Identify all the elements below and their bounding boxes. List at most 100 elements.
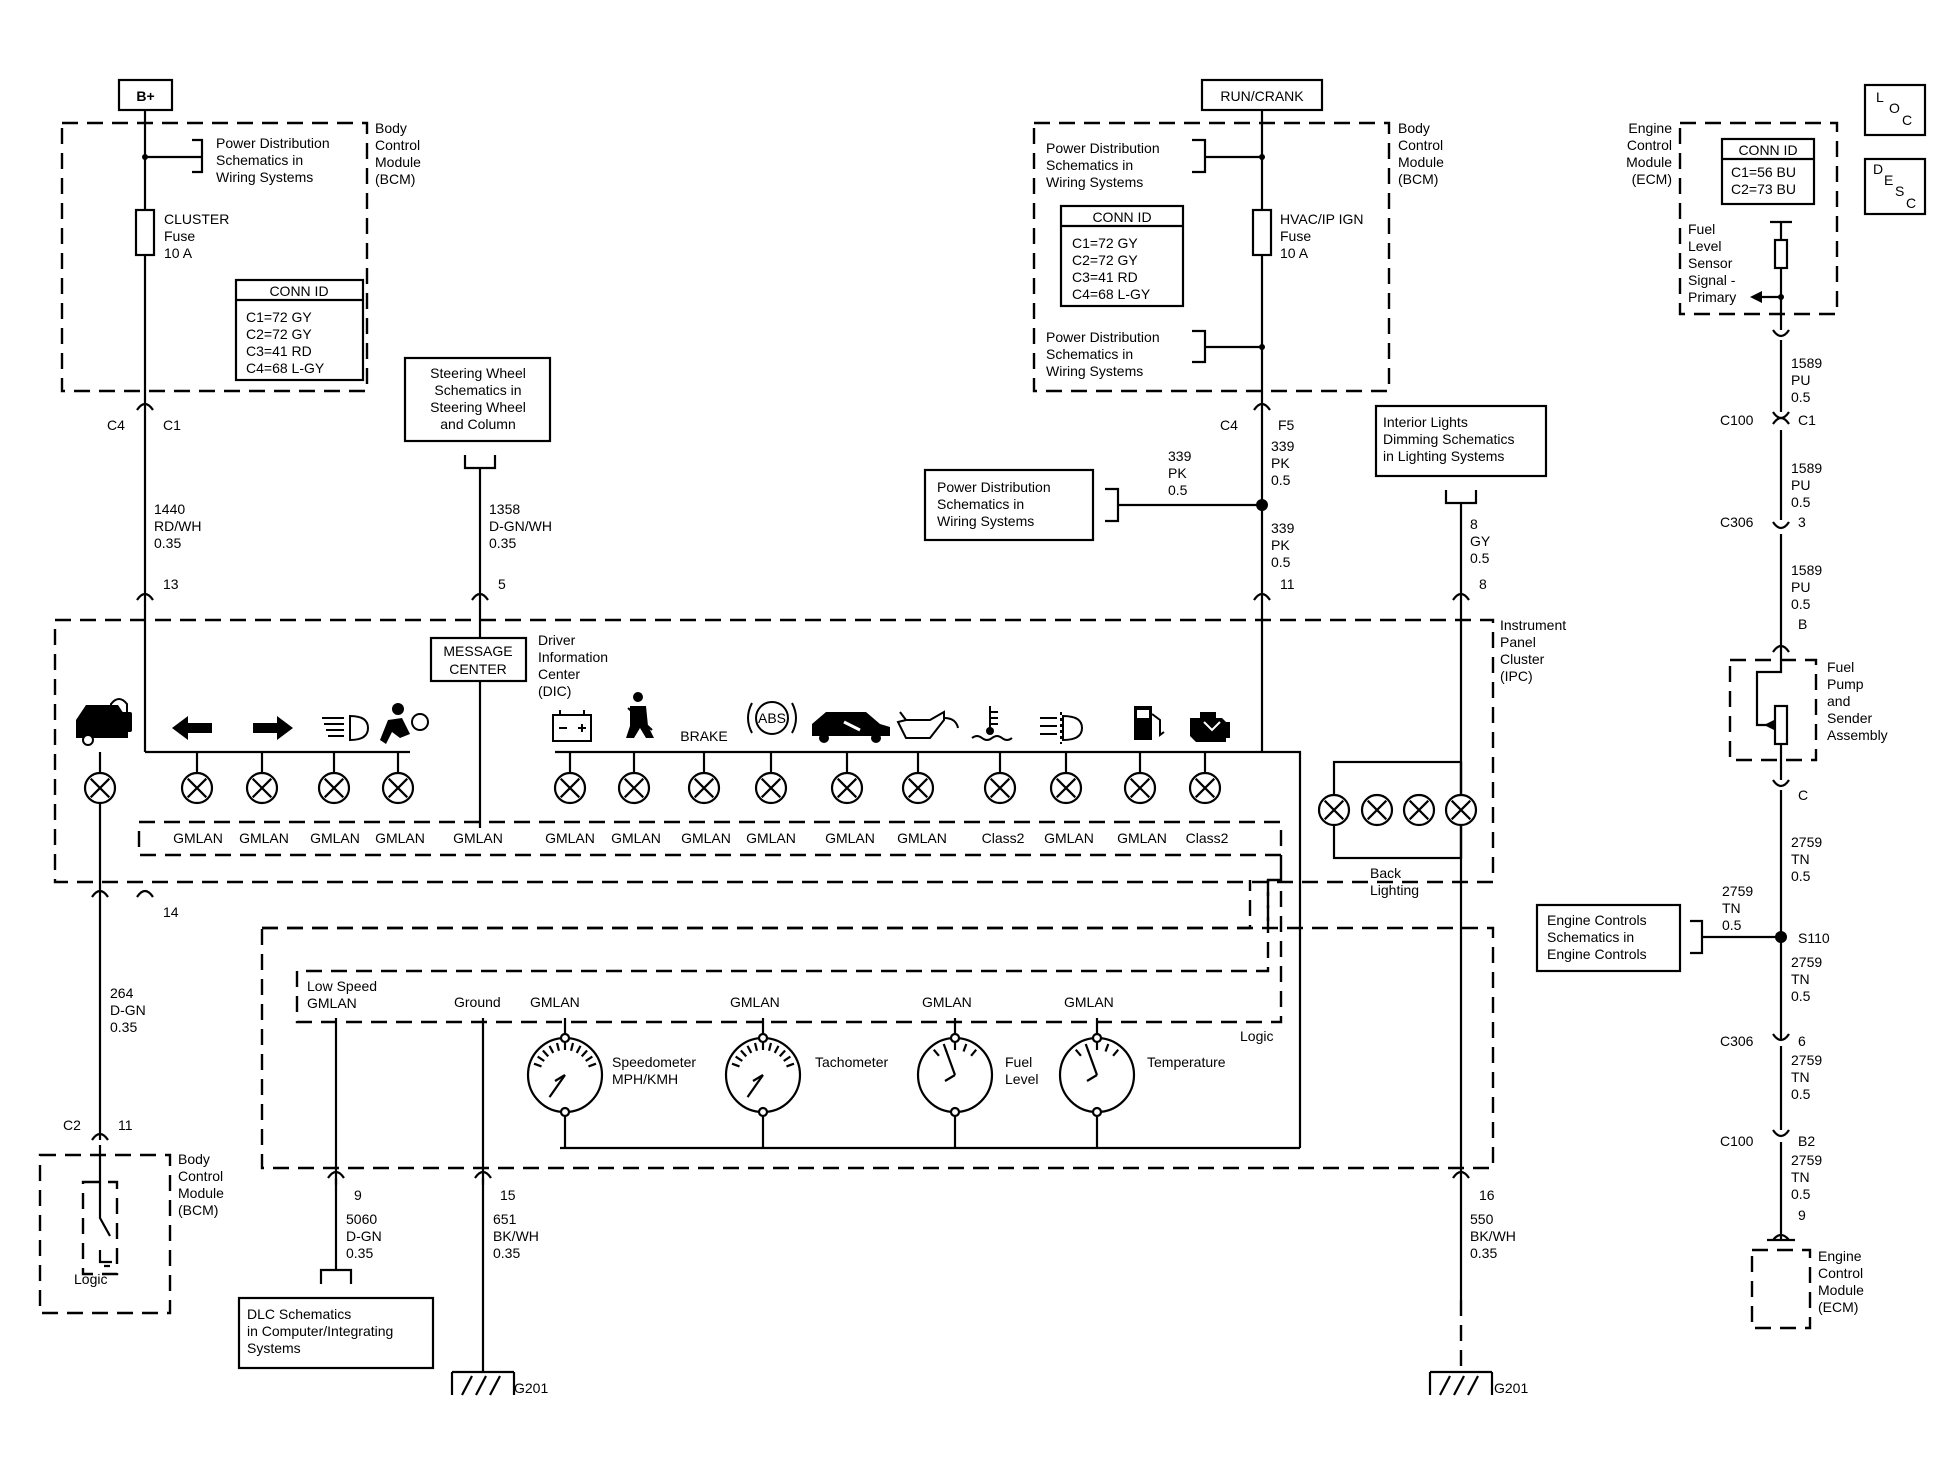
- svg-text:PU: PU: [1791, 477, 1810, 493]
- svg-text:C3=41 RD: C3=41 RD: [246, 343, 312, 359]
- indicator-lamp: [83, 771, 117, 805]
- back-light-lamp: [1360, 793, 1394, 827]
- svg-text:G201: G201: [514, 1380, 548, 1396]
- pd-ref-mid: Power Distribution Schematics in Wiring …: [923, 468, 1095, 542]
- svg-text:8: 8: [1470, 516, 1478, 532]
- svg-text:Power Distribution: Power Distribution: [937, 479, 1051, 495]
- ipc-lower-box: [260, 926, 1495, 1170]
- ecm-top-box: [1678, 121, 1839, 316]
- coolant-temp-icon: [971, 706, 1013, 741]
- svg-text:(BCM): (BCM): [375, 171, 415, 187]
- svg-text:MESSAGE: MESSAGE: [443, 643, 512, 659]
- fuel-level-signal-label: Fuel Level Sensor Signal - Primary: [1688, 221, 1736, 305]
- svg-text:D-GN/WH: D-GN/WH: [489, 518, 552, 534]
- svg-text:(DIC): (DIC): [538, 683, 571, 699]
- svg-text:C100: C100: [1720, 412, 1754, 428]
- svg-text:5: 5: [498, 576, 506, 592]
- svg-text:0.5: 0.5: [1791, 389, 1811, 405]
- desc-button[interactable]: D E S C: [1863, 157, 1927, 216]
- svg-text:Level: Level: [1688, 238, 1721, 254]
- dic-label: Driver Information Center (DIC): [538, 632, 608, 699]
- bcm-bottom-label: Body Control Module (BCM): [178, 1151, 224, 1218]
- svg-text:S: S: [1895, 183, 1904, 199]
- back-lamps: [1317, 793, 1478, 827]
- cluster-fuse: [134, 208, 156, 257]
- svg-text:0.5: 0.5: [1722, 917, 1742, 933]
- svg-text:0.5: 0.5: [1271, 472, 1291, 488]
- indicator-lamp: [983, 771, 1017, 805]
- bus-label: GMLAN: [375, 830, 425, 846]
- cluster-fuse-label: CLUSTER Fuse 10 A: [164, 211, 229, 261]
- svg-text:BK/WH: BK/WH: [493, 1228, 539, 1244]
- svg-text:CLUSTER: CLUSTER: [164, 211, 229, 227]
- ecm-bottom-label: Engine Control Module (ECM): [1818, 1248, 1864, 1315]
- wire-2759-d-label: 2759 TN 0.5: [1791, 1052, 1822, 1102]
- svg-text:Schematics in: Schematics in: [1046, 157, 1133, 173]
- svg-text:Schematics in: Schematics in: [1046, 346, 1133, 362]
- svg-text:Wiring Systems: Wiring Systems: [937, 513, 1034, 529]
- svg-text:(ECM): (ECM): [1632, 171, 1672, 187]
- svg-text:C306: C306: [1720, 1033, 1754, 1049]
- bus-label: GMLAN: [611, 830, 661, 846]
- check-engine-icon: [1190, 712, 1230, 742]
- svg-text:0.5: 0.5: [1791, 1086, 1811, 1102]
- fuel-pump-box: [1728, 658, 1818, 762]
- svg-text:Body: Body: [178, 1151, 210, 1167]
- svg-text:Logic: Logic: [1240, 1028, 1273, 1044]
- seatbelt-icon: [626, 692, 654, 738]
- svg-text:Wiring Systems: Wiring Systems: [216, 169, 313, 185]
- pd-ref-run1: Power Distribution Schematics in Wiring …: [1046, 140, 1160, 190]
- loc-button[interactable]: L O C: [1863, 83, 1927, 137]
- bus-label: GMLAN: [681, 830, 731, 846]
- svg-text:1358: 1358: [489, 501, 520, 517]
- warning-icons: BRAKE ABS: [76, 692, 1230, 746]
- gauge-labels: Speedometer MPH/KMH Tachometer Fuel Leve…: [612, 1054, 1226, 1087]
- back-light-lamp: [1317, 793, 1351, 827]
- wire-5060-label: 5060 D-GN 0.35: [346, 1211, 382, 1261]
- svg-text:Logic: Logic: [74, 1271, 107, 1287]
- svg-text:BRAKE: BRAKE: [680, 728, 727, 744]
- svg-text:14: 14: [163, 904, 179, 920]
- svg-text:Signal -: Signal -: [1688, 272, 1736, 288]
- hvac-fuse-label: HVAC/IP IGN Fuse 10 A: [1280, 211, 1364, 261]
- engine-controls-ref: Engine Controls Schematics in Engine Con…: [1535, 903, 1682, 973]
- fog-lamp-icon: [1040, 712, 1084, 744]
- indicator-lamp: [754, 771, 788, 805]
- hvac-ip-ign-fuse: [1251, 208, 1273, 257]
- wire-1589-b-label: 1589 PU 0.5: [1791, 460, 1822, 510]
- svg-text:C2=72 GY: C2=72 GY: [246, 326, 312, 342]
- svg-text:Speedometer: Speedometer: [612, 1054, 696, 1070]
- svg-text:E: E: [1884, 172, 1893, 188]
- svg-text:Steering Wheel: Steering Wheel: [430, 399, 526, 415]
- bus-label: GMLAN: [173, 830, 223, 846]
- svg-text:9: 9: [1798, 1207, 1806, 1223]
- wire-1358-label: 1358 D-GN/WH 0.35: [489, 501, 552, 551]
- svg-text:Sender: Sender: [1827, 710, 1872, 726]
- conn-id-top: CONN ID C1=72 GY C2=72 GY C3=41 RD C4=68…: [234, 278, 365, 382]
- svg-text:Dimming Schematics: Dimming Schematics: [1383, 431, 1514, 447]
- svg-text:Module: Module: [375, 154, 421, 170]
- headlamp-icon: [322, 714, 370, 742]
- back-light-lamp: [1444, 793, 1478, 827]
- svg-text:PU: PU: [1791, 579, 1810, 595]
- wire-2759-e-label: 2759 TN 0.5: [1791, 1152, 1822, 1202]
- svg-text:0.5: 0.5: [1791, 494, 1811, 510]
- svg-text:1589: 1589: [1791, 562, 1822, 578]
- ground-g201-right: G201: [1428, 1370, 1528, 1396]
- svg-text:BK/WH: BK/WH: [1470, 1228, 1516, 1244]
- svg-text:Fuel: Fuel: [1827, 659, 1854, 675]
- indicator-lamps: [83, 752, 1222, 882]
- svg-text:C4: C4: [107, 417, 125, 433]
- conn-id-run: CONN ID C1=72 GY C2=72 GY C3=41 RD C4=68…: [1059, 204, 1185, 308]
- svg-text:6: 6: [1798, 1033, 1806, 1049]
- svg-text:2759: 2759: [1791, 1152, 1822, 1168]
- steering-wheel-ref: Steering Wheel Schematics in Steering Wh…: [403, 356, 552, 443]
- oil-pressure-icon: [896, 710, 959, 739]
- svg-text:15: 15: [500, 1187, 516, 1203]
- back-light-lamp: [1402, 793, 1436, 827]
- svg-text:C1: C1: [163, 417, 181, 433]
- indicator-lamp: [1188, 771, 1222, 805]
- bus-label: GMLAN: [1044, 830, 1094, 846]
- svg-text:(BCM): (BCM): [1398, 171, 1438, 187]
- bus-label: GMLAN: [825, 830, 875, 846]
